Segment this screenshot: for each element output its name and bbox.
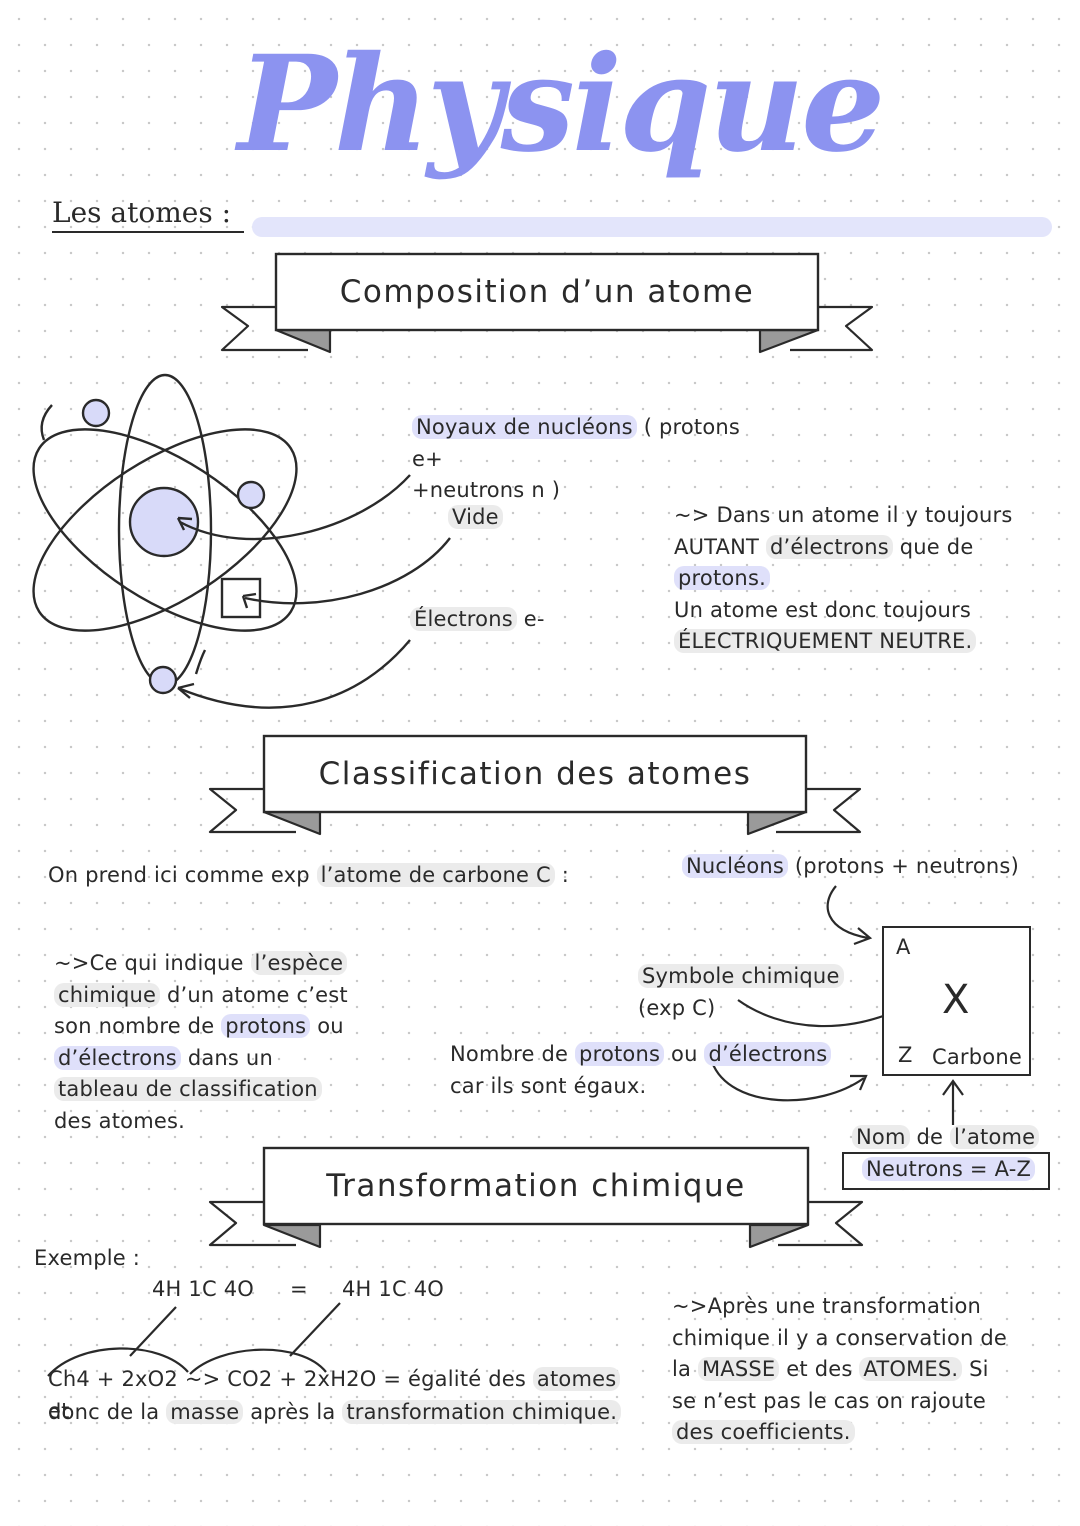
neutrons-formula: Neutrons = A-Z <box>862 1157 1036 1181</box>
element-symbol: X <box>942 977 970 1023</box>
element-z-label: Z <box>898 1043 913 1067</box>
element-name: Carbone <box>932 1045 1022 1069</box>
label-noyau: Noyaux de nucléons ( protons e+ +neutron… <box>412 415 741 502</box>
page-title: Physique <box>237 27 886 182</box>
ribbon-transformation-title: Transformation chimique <box>326 1168 746 1204</box>
section-underline <box>52 231 244 233</box>
ribbon-transformation-box <box>262 1146 810 1226</box>
ribbon-classification-tails <box>208 787 862 836</box>
label-nom-atome: Nom de l’atome <box>852 1122 1072 1154</box>
label-nombre: Nombre de protons ou d’électrons car ils… <box>450 1039 850 1102</box>
noyau-term: Noyaux de nucléons <box>412 415 637 439</box>
label-electrons: Électrons e- <box>410 604 545 636</box>
right-count: 4H 1C 4O <box>342 1277 445 1301</box>
arc-right <box>189 1348 327 1375</box>
equation-conclusion: donc de la masse après la transformation… <box>48 1397 668 1429</box>
arrow-nucleons <box>826 885 869 940</box>
element-card: A X Z Carbone <box>882 926 1031 1076</box>
label-nucleons: Nucléons (protons + neutrons) <box>682 851 1062 883</box>
equals-sign: = <box>290 1277 308 1301</box>
section-heading-text: Les atomes : <box>52 196 232 229</box>
arrow-nombre <box>710 1061 865 1102</box>
link-right-count <box>289 1302 341 1357</box>
label-exemple: Exemple : <box>34 1246 141 1270</box>
classification-intro: On prend ici comme exp l’atome de carbon… <box>48 863 570 887</box>
label-vide: Vide <box>448 502 503 534</box>
atom-diagram <box>32 373 451 709</box>
element-mass-label: A <box>896 935 911 959</box>
note-espece: ~>Ce qui indique l’espèce chimique d’un … <box>54 951 348 1133</box>
ribbon-classification-box <box>262 734 808 814</box>
ribbon-composition-box <box>274 252 820 332</box>
note-neutralite: ~> Dans un atome il y toujours AUTANT d’… <box>674 503 1013 653</box>
ribbon-composition-title: Composition d’un atome <box>339 274 755 310</box>
neutrons-box: Neutrons = A-Z <box>842 1152 1050 1190</box>
label-symbole: Symbole chimique (exp C) <box>638 961 868 1024</box>
equation-line: Ch4 + 2xO2 ~> CO2 + 2xH2O = égalité des … <box>48 1364 648 1427</box>
section-heading: Les atomes : <box>52 196 244 233</box>
left-count: 4H 1C 4O <box>152 1277 255 1301</box>
link-left-count <box>129 1306 177 1357</box>
arc-left <box>47 1347 189 1377</box>
ribbon-classification-title: Classification des atomes <box>318 756 752 792</box>
section-highlight-bar <box>252 217 1052 237</box>
note-conservation: ~>Après une transformation chimique il y… <box>672 1294 1008 1444</box>
